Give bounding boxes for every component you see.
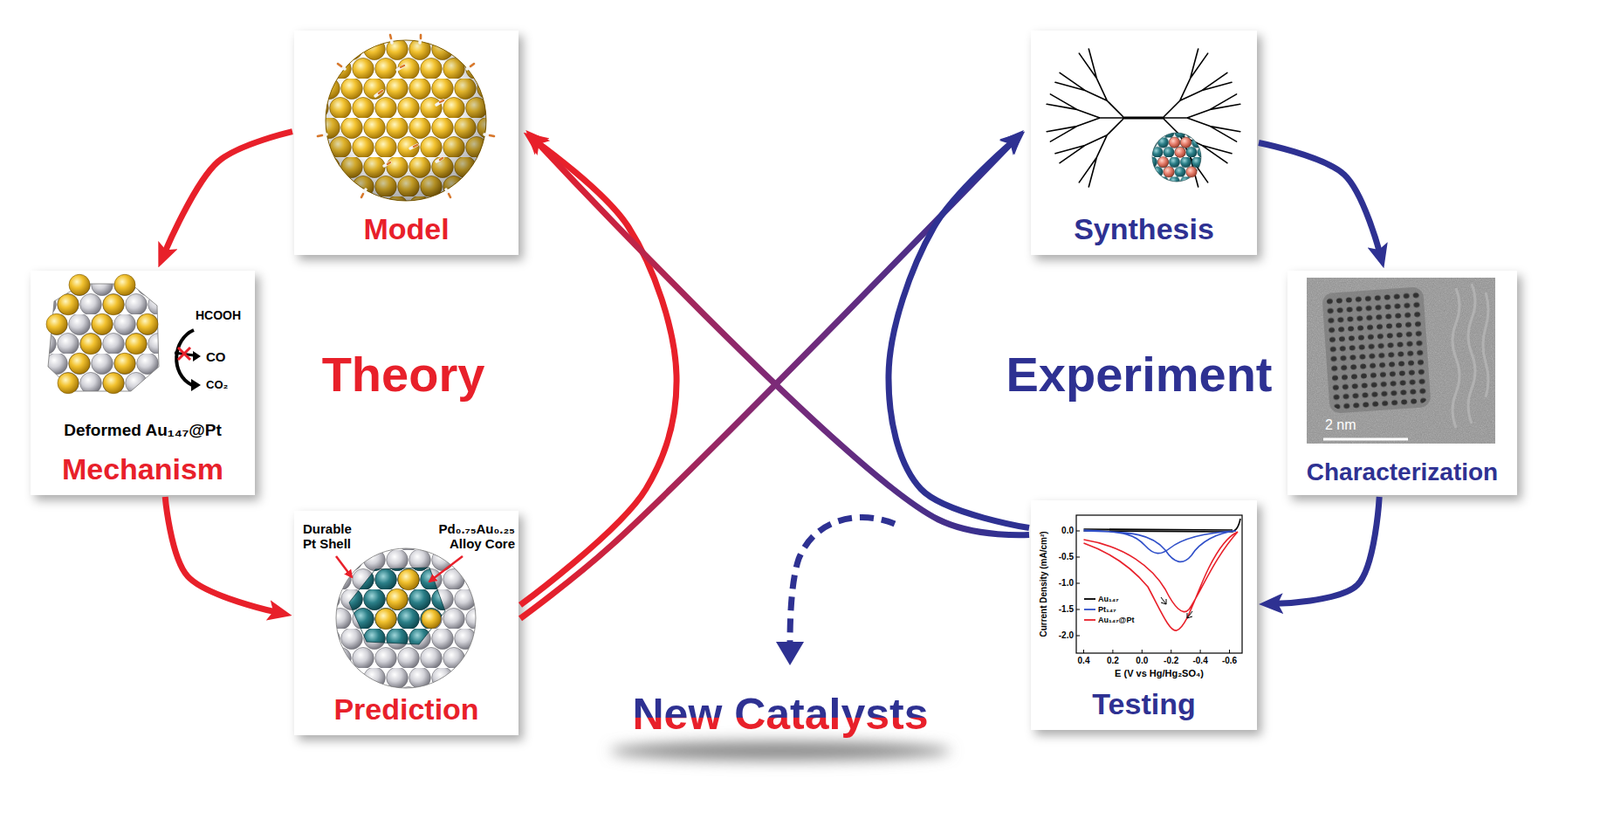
panel-title: Characterization — [1306, 458, 1498, 487]
scan-direction — [1160, 597, 1193, 619]
cycle-arrow — [520, 143, 1012, 619]
tem-noise — [1306, 277, 1496, 444]
tem-fringes — [1452, 283, 1489, 428]
arrow-head — [191, 378, 201, 392]
figure-panel: Synthesis — [1030, 30, 1257, 255]
panel-background — [294, 510, 519, 735]
axis-title: Current Density (mA/cm²) — [1038, 530, 1050, 637]
panel-background — [1030, 500, 1257, 730]
panel-title: Testing — [1091, 686, 1195, 722]
axis-tick: 0.0 — [1135, 655, 1148, 667]
axis-tick: 0.0 — [1061, 525, 1074, 536]
cycle-arrow — [537, 143, 1030, 536]
tem-background — [1306, 277, 1496, 444]
gold-atoms — [46, 274, 158, 394]
gold-nanoparticle — [317, 34, 495, 201]
callout-label: Durable Pt Shell — [302, 521, 361, 552]
panel-backgrounds — [30, 30, 1518, 735]
panel-title: Synthesis — [1073, 212, 1215, 247]
axis-tick: -1.5 — [1058, 604, 1074, 615]
dendrimer-core — [1124, 116, 1163, 120]
panel-background — [1030, 30, 1257, 255]
legend-entry: Au₁₄₇@Pt — [1084, 615, 1134, 625]
dendrimer — [1046, 48, 1241, 187]
callout-label: Pd₀.₇₅Au₀.₂₅ Alloy Core — [427, 521, 516, 552]
axis-tick: -1.0 — [1058, 577, 1074, 589]
scale-bar — [1323, 438, 1408, 441]
cycle-arrow — [164, 131, 293, 252]
outcome-arrow-head — [775, 641, 804, 666]
pt-curve — [1084, 529, 1237, 562]
panel-title: Model — [363, 212, 449, 247]
panel-background — [30, 270, 255, 495]
lattice-fringes — [1325, 289, 1429, 410]
core-shell-curve — [1084, 531, 1239, 631]
axis-title: E (V vs Hg/Hg₂SO₄) — [1114, 667, 1204, 680]
axis-tick: -0.5 — [1058, 551, 1074, 563]
legend-entry: Au₁₄₇ — [1084, 594, 1120, 604]
blocked-cross — [178, 347, 191, 360]
legend-line — [1084, 607, 1096, 612]
section-heading: Experiment — [1006, 346, 1273, 403]
gold-atoms — [375, 569, 441, 630]
legend-text: Au₁₄₇ — [1098, 594, 1120, 604]
adsorbate-tips — [317, 34, 495, 198]
arrow-head — [192, 350, 201, 362]
legend-text: Pt₁₄₇ — [1098, 604, 1117, 614]
panel-title: Prediction — [333, 692, 479, 727]
tem-image — [1306, 277, 1496, 444]
core-shell-cluster — [336, 548, 476, 688]
reaction-arrow — [176, 329, 194, 385]
legend-text: Au₁₄₇@Pt — [1098, 615, 1134, 625]
axis-tick: -2.0 — [1058, 630, 1074, 641]
cluster-atoms — [1157, 137, 1197, 178]
legend-line — [1084, 618, 1096, 622]
nanoparticle — [1321, 286, 1431, 414]
voltammogram — [1076, 515, 1243, 653]
chemical-formula: HCOOH — [195, 308, 241, 323]
cluster-shading — [325, 40, 487, 201]
cycle-arrow — [1258, 143, 1380, 253]
legend-entry: Pt₁₄₇ — [1084, 604, 1117, 614]
axis-tick: 0.4 — [1078, 655, 1091, 667]
leader-arrow — [429, 556, 463, 582]
platinum-shell — [336, 548, 476, 688]
plot-frame — [1076, 515, 1243, 653]
headline-shadow — [610, 741, 951, 761]
encapsulated-cluster — [1152, 132, 1202, 182]
panel-background — [1287, 270, 1518, 495]
panel-background — [294, 30, 519, 255]
cycle-arrow — [1276, 496, 1380, 604]
axis-tick: -0.4 — [1192, 655, 1208, 667]
alloy-core — [349, 567, 446, 645]
scale-bar-label: 2 nm — [1325, 417, 1357, 433]
axis-tick: -0.2 — [1163, 655, 1179, 667]
outcome-arrow — [789, 517, 895, 645]
panel-title: Mechanism — [61, 452, 224, 487]
cycle-arrow — [520, 143, 677, 605]
axis-tick: -0.6 — [1222, 655, 1237, 667]
dendrimer-branches — [1046, 48, 1125, 187]
axis-tick: 0.2 — [1106, 655, 1120, 667]
gold-cluster — [325, 40, 487, 201]
chemical-formula: CO — [206, 349, 227, 364]
cycle-arrow — [888, 143, 1030, 529]
legend-line — [1084, 597, 1096, 601]
deformed-cluster — [46, 274, 201, 394]
cycle-arrow — [164, 496, 275, 612]
leader-arrow — [336, 556, 352, 577]
au-curve — [1084, 518, 1242, 532]
chemical-formula: CO₂ — [206, 378, 228, 392]
panel-subtitle: Deformed Au₁₄₇@Pt — [63, 420, 222, 440]
section-heading: Theory — [322, 346, 486, 403]
adsorbate-molecules — [317, 34, 495, 198]
figure-panel: Characterization — [1287, 270, 1518, 495]
headline: New Catalysts — [631, 689, 928, 741]
figure-panel: Model — [294, 30, 519, 255]
